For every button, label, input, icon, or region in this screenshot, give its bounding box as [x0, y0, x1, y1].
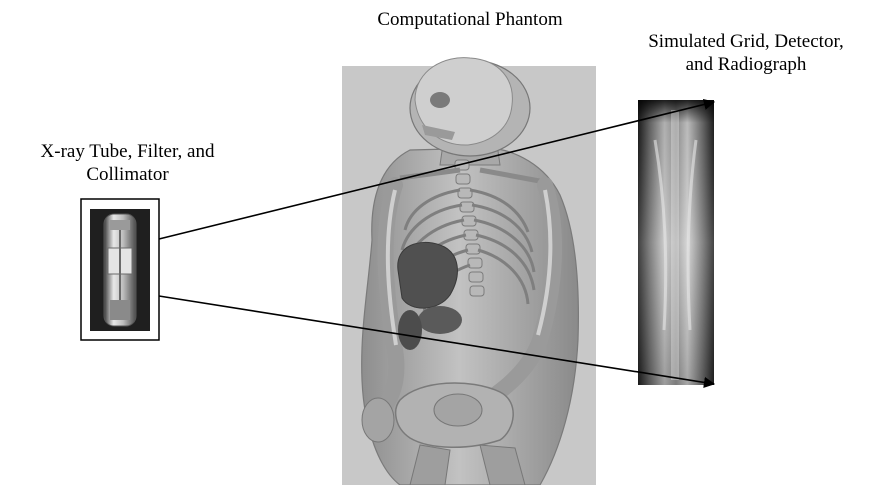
- detector-label: Simulated Grid, Detector, and Radiograph: [612, 30, 877, 76]
- radiograph-spine-shadow: [671, 110, 679, 380]
- tube-label: X-ray Tube, Filter, and Collimator: [0, 140, 255, 186]
- detector-label-line2: and Radiograph: [612, 53, 877, 76]
- detector-label-line1: Simulated Grid, Detector,: [612, 30, 877, 53]
- phantom-label-text: Computational Phantom: [350, 8, 590, 31]
- phantom-label: Computational Phantom: [350, 8, 590, 31]
- xray-tube-icon: [104, 214, 136, 326]
- xray-tube-box: [81, 199, 159, 340]
- liver-organ: [418, 306, 462, 334]
- tube-label-line1: X-ray Tube, Filter, and: [0, 140, 255, 163]
- tube-label-line2: Collimator: [0, 163, 255, 186]
- right-hand: [362, 398, 394, 442]
- eye-socket: [430, 92, 450, 108]
- kidney-organ: [398, 310, 422, 350]
- left-hand: [434, 394, 482, 426]
- radiograph-panel: [638, 100, 714, 385]
